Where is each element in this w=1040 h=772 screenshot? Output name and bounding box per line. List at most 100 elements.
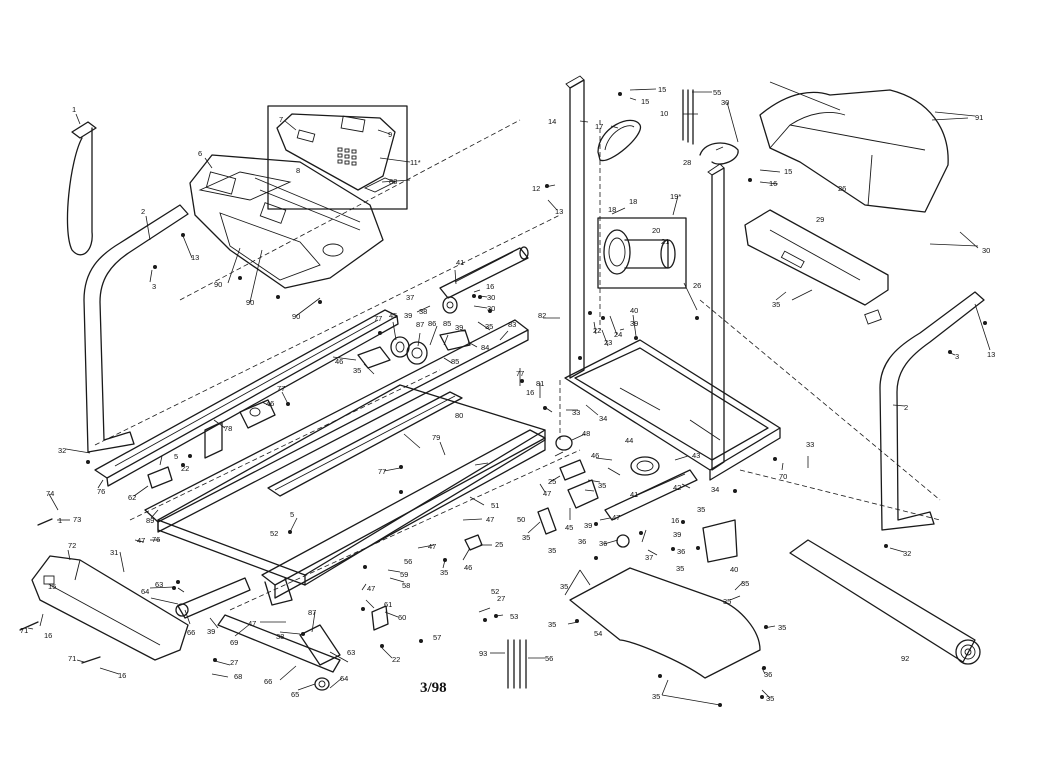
svg-text:78: 78	[224, 424, 232, 433]
svg-text:34: 34	[711, 485, 719, 494]
svg-text:85: 85	[451, 357, 459, 366]
svg-text:47: 47	[428, 542, 436, 551]
svg-text:35: 35	[522, 533, 530, 542]
svg-text:27: 27	[230, 658, 238, 667]
frame-left-member	[144, 319, 529, 533]
svg-text:79: 79	[432, 433, 440, 442]
flywheel	[442, 296, 458, 314]
svg-text:60: 60	[398, 613, 406, 622]
leader-lines	[27, 81, 991, 706]
svg-text:76: 76	[152, 535, 160, 544]
svg-text:53: 53	[510, 612, 518, 621]
svg-text:47: 47	[248, 619, 256, 628]
svg-text:41: 41	[456, 258, 464, 267]
svg-text:22: 22	[181, 464, 189, 473]
hood-mount-plate	[744, 209, 889, 325]
svg-text:36: 36	[677, 547, 685, 556]
svg-text:88: 88	[389, 177, 397, 186]
console-assembly	[189, 154, 384, 289]
svg-text:46: 46	[335, 357, 343, 366]
svg-text:65: 65	[291, 690, 299, 699]
svg-text:3: 3	[152, 282, 156, 291]
frame-right-member	[261, 429, 546, 606]
svg-text:38: 38	[276, 632, 284, 641]
svg-text:35: 35	[652, 692, 660, 701]
svg-text:39: 39	[584, 521, 592, 530]
svg-text:90: 90	[292, 312, 300, 321]
svg-text:24: 24	[614, 330, 622, 339]
svg-text:15: 15	[658, 85, 666, 94]
motor-mount-bracket	[439, 329, 471, 351]
pulley-ring	[699, 142, 739, 165]
svg-text:90: 90	[214, 280, 222, 289]
svg-text:81: 81	[536, 379, 544, 388]
svg-text:8: 8	[296, 166, 300, 175]
svg-text:2: 2	[904, 403, 908, 412]
svg-text:33: 33	[572, 408, 580, 417]
rear-roller	[604, 469, 698, 521]
svg-text:36: 36	[764, 670, 772, 679]
svg-text:35: 35	[548, 546, 556, 555]
svg-text:52: 52	[491, 587, 499, 596]
svg-text:11*: 11*	[410, 158, 421, 167]
svg-text:92: 92	[901, 654, 909, 663]
svg-text:35: 35	[548, 620, 556, 629]
front-end-cap	[31, 555, 189, 661]
svg-text:5: 5	[174, 452, 178, 461]
svg-text:16: 16	[769, 179, 777, 188]
bottom-cover-plate	[569, 567, 761, 679]
svg-text:2: 2	[141, 207, 145, 216]
svg-text:35: 35	[676, 564, 684, 573]
console-overlay-inset	[267, 105, 408, 210]
svg-text:68: 68	[234, 672, 242, 681]
svg-text:16: 16	[118, 671, 126, 680]
svg-text:1: 1	[72, 105, 76, 114]
svg-text:84: 84	[481, 343, 489, 352]
svg-text:30: 30	[982, 246, 990, 255]
svg-text:35: 35	[778, 623, 786, 632]
svg-text:35: 35	[697, 505, 705, 514]
svg-text:87: 87	[308, 608, 316, 617]
svg-text:72: 72	[68, 541, 76, 550]
svg-text:93: 93	[479, 649, 487, 658]
svg-text:38: 38	[419, 307, 427, 316]
callout-labels: 1 2 3 13 6 7 8 9 11* 88 90 90 90 14 17 1…	[20, 85, 995, 703]
svg-text:35: 35	[741, 579, 749, 588]
svg-text:86: 86	[428, 319, 436, 328]
svg-text:74: 74	[46, 489, 54, 498]
svg-text:15: 15	[48, 582, 56, 591]
svg-text:36: 36	[599, 539, 607, 548]
walking-deck	[157, 384, 546, 586]
svg-text:1: 1	[58, 516, 62, 525]
svg-text:35: 35	[485, 322, 493, 331]
svg-text:46: 46	[464, 563, 472, 572]
svg-text:61: 61	[384, 600, 392, 609]
svg-text:34: 34	[599, 414, 607, 423]
svg-text:63: 63	[155, 580, 163, 589]
svg-text:76: 76	[97, 487, 105, 496]
svg-text:62: 62	[128, 493, 136, 502]
svg-text:32: 32	[58, 446, 66, 455]
left-side-rail	[94, 309, 399, 487]
svg-text:80: 80	[455, 411, 463, 420]
svg-text:35: 35	[560, 582, 568, 591]
bolt-bundles	[19, 89, 694, 689]
svg-text:25: 25	[548, 477, 556, 486]
svg-text:40: 40	[730, 565, 738, 574]
svg-text:47: 47	[612, 513, 620, 522]
assembly-guide-lines	[94, 119, 941, 611]
svg-text:35: 35	[598, 481, 606, 490]
svg-text:89: 89	[146, 516, 154, 525]
svg-text:57: 57	[433, 633, 441, 642]
svg-text:35: 35	[440, 568, 448, 577]
svg-text:66: 66	[264, 677, 272, 686]
svg-text:39: 39	[673, 530, 681, 539]
svg-text:73: 73	[73, 515, 81, 524]
base-frame	[564, 339, 781, 481]
hardware-wheels	[175, 435, 660, 691]
svg-text:16: 16	[671, 516, 679, 525]
svg-text:69: 69	[230, 638, 238, 647]
svg-text:35: 35	[766, 694, 774, 703]
svg-text:16: 16	[486, 282, 494, 291]
svg-text:46: 46	[591, 451, 599, 460]
